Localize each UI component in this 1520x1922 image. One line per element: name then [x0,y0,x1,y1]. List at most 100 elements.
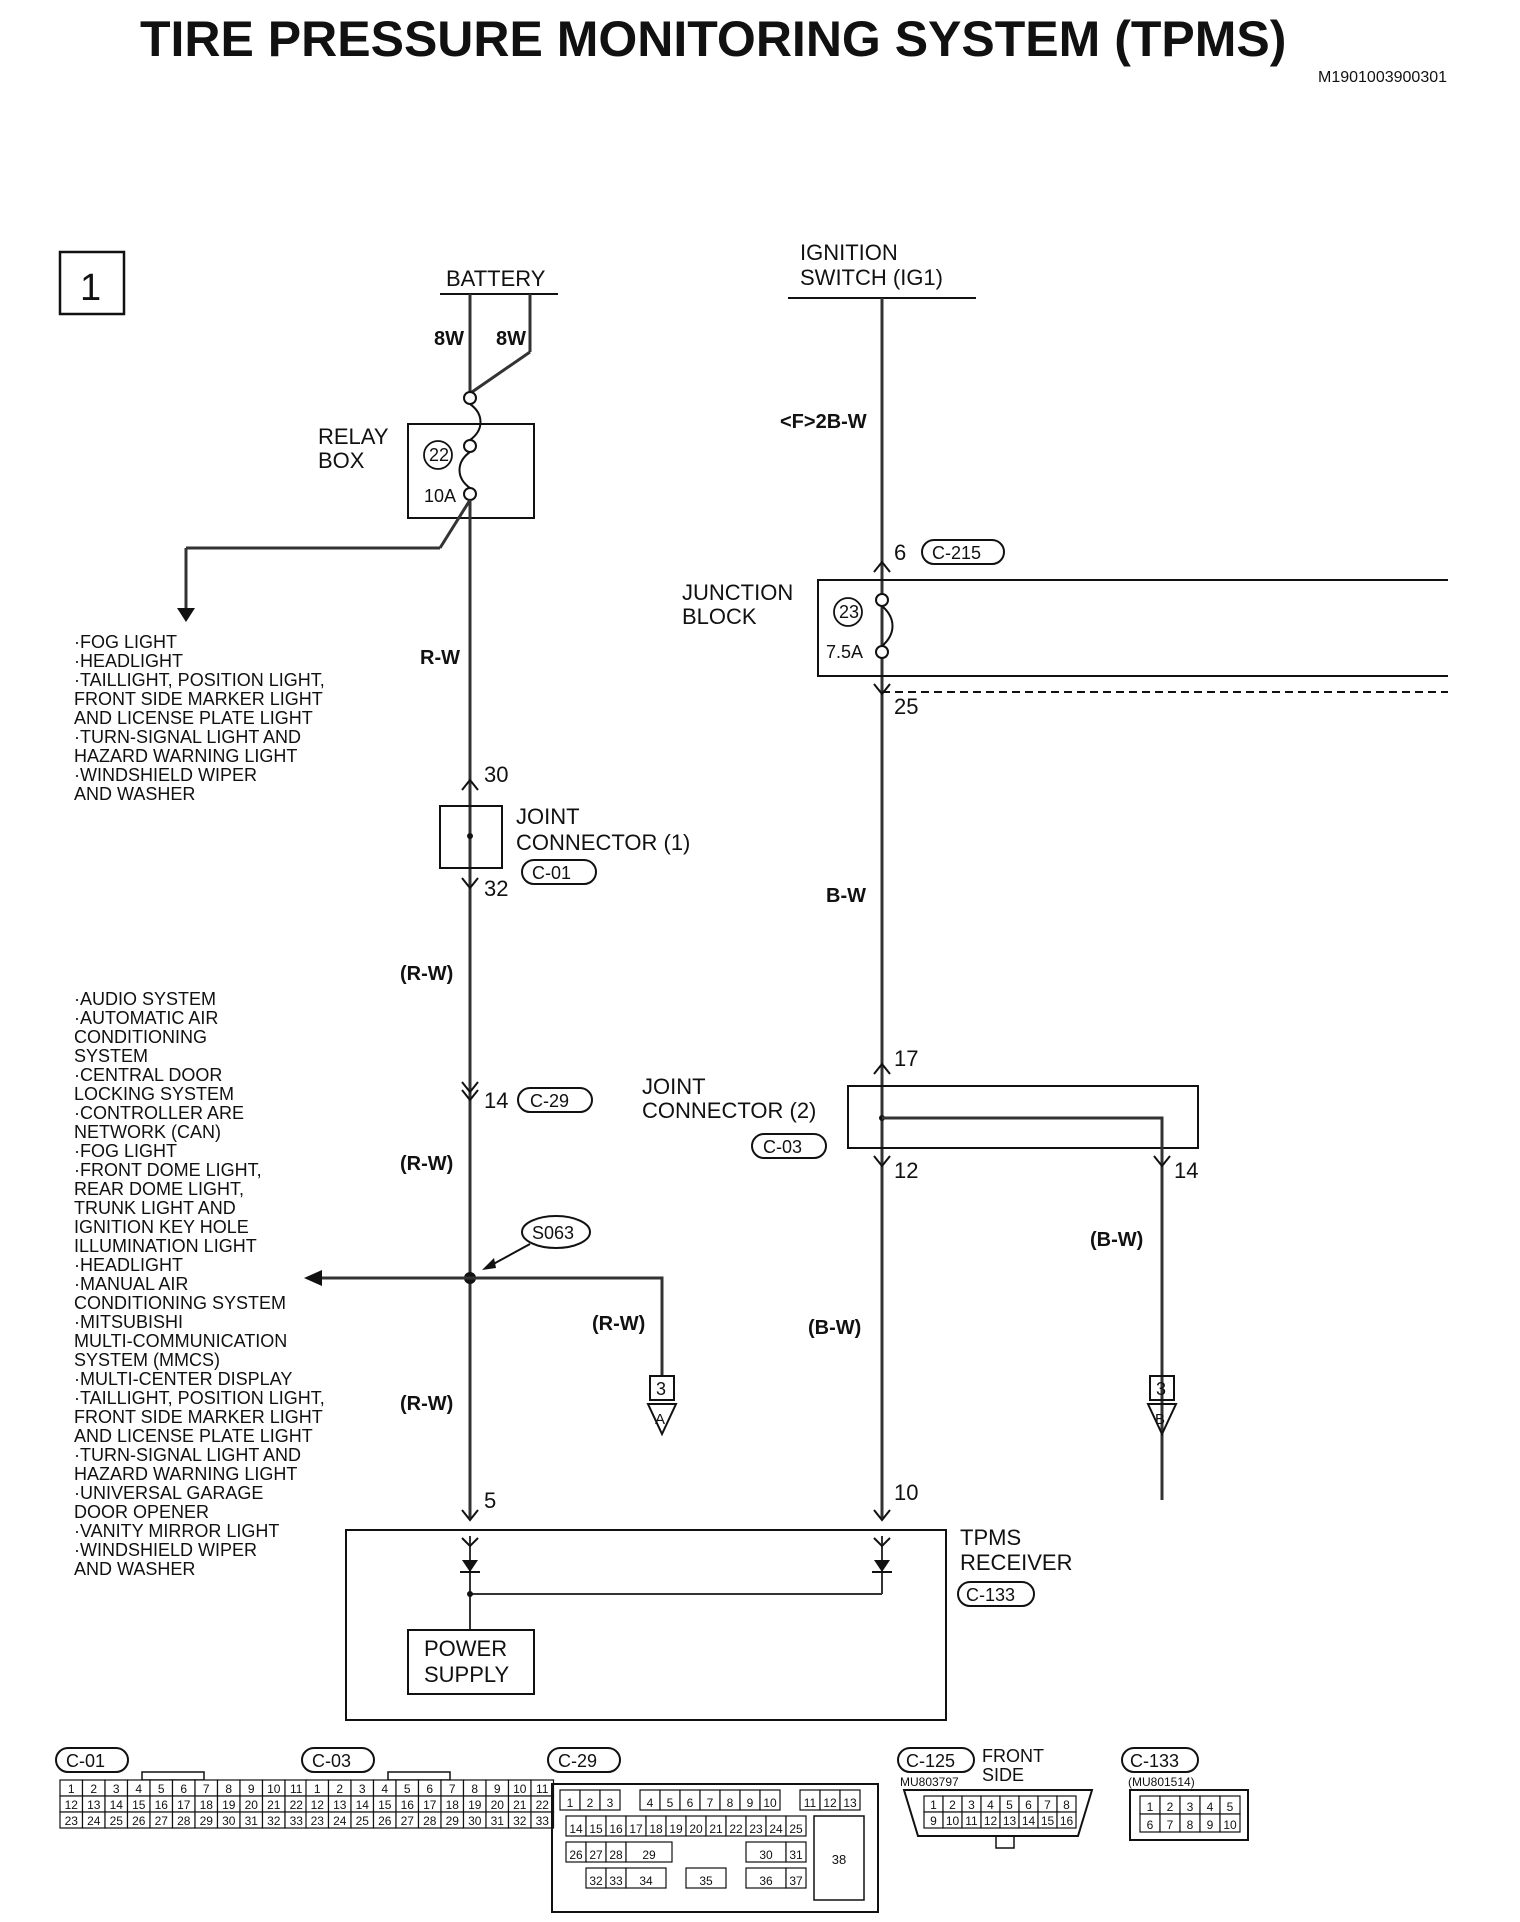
splice-code: S063 [532,1223,574,1243]
list-item: AND LICENSE PLATE LIGHT [74,1426,313,1446]
pin-label: 31 [245,1814,259,1828]
pin-label: 8 [727,1796,734,1810]
pin-label: 2 [587,1796,594,1810]
list-item: DOOR OPENER [74,1502,209,1522]
list-item: ·MANUAL AIR [74,1274,188,1294]
wire-color-label: B-W [826,885,866,907]
pin-label: 15 [589,1822,603,1836]
pin-label: 5 [667,1796,674,1810]
page-number: 1 [80,267,101,309]
list-item: ·AUTOMATIC AIR [74,1008,218,1028]
pin-label: 4 [987,1798,994,1812]
offpage-connector-a: 3 A [646,1375,678,1437]
pin-label: 6 [1147,1818,1154,1832]
pin-label: 20 [491,1798,505,1812]
list-item: CONDITIONING SYSTEM [74,1293,286,1313]
pin-label: 9 [930,1814,937,1828]
list-item: SYSTEM (MMCS) [74,1350,220,1370]
pin-label: 23 [749,1822,763,1836]
list-item: ·VANITY MIRROR LIGHT [74,1521,279,1541]
pin-label: 9 [1207,1818,1214,1832]
connector-code: C-215 [932,543,981,563]
pin-label: 17 [177,1798,191,1812]
connector-code: C-133 [966,1585,1015,1605]
pin-label: 20 [689,1822,703,1836]
pin-label: 7 [707,1796,714,1810]
pin-number: 17 [894,1046,918,1071]
list-item: ·TURN-SIGNAL LIGHT AND [74,727,301,747]
pin-label: 18 [446,1798,460,1812]
diode-icon [462,1560,478,1572]
pin-label: 8 [1063,1798,1070,1812]
list-item: ·CONTROLLER ARE [74,1103,244,1123]
list-item: HAZARD WARNING LIGHT [74,1464,297,1484]
pin-label: 7 [203,1782,210,1796]
pin-label: 25 [789,1822,803,1836]
pin-label: 9 [747,1796,754,1810]
pin-label: 23 [65,1814,79,1828]
pin-label: 14 [569,1822,583,1836]
front-side-label-2: SIDE [982,1765,1024,1785]
pin-label: 32 [267,1814,281,1828]
pin-label: 5 [1006,1798,1013,1812]
ignition-label-2: SWITCH (IG1) [800,265,943,290]
list-item: FRONT SIDE MARKER LIGHT [74,689,323,709]
pin-label: 32 [513,1814,527,1828]
pin-label: 7 [1044,1798,1051,1812]
pin-label: 11 [536,1782,549,1796]
relay-fuse-rating: 10A [424,486,456,506]
pin-label: 28 [177,1814,191,1828]
pin-cell [685,1867,727,1889]
pin-label: 19 [669,1822,683,1836]
pin-label: 16 [609,1822,623,1836]
relay-box-label-1: RELAY [318,424,389,449]
list-item: LOCKING SYSTEM [74,1084,234,1104]
wire-color-label: <F>2B-W [780,411,867,433]
pin-label: 16 [155,1798,169,1812]
connector-code: C-01 [66,1751,105,1771]
pin-label: 5 [404,1782,411,1796]
connector-code: C-133 [1130,1751,1179,1771]
pin-label: 21 [513,1798,527,1812]
junction-block: 6 C-215 JUNCTION BLOCK 23 7.5A 25 [682,539,1448,719]
pin-label: 33 [536,1814,550,1828]
pin-label: 31 [789,1848,803,1862]
pin-label: 19 [222,1798,236,1812]
pin-label: 4 [135,1782,142,1796]
pin-label: 30 [222,1814,236,1828]
splice-s063: S063 (R-W) [304,1215,664,1376]
pin-label: 22 [536,1798,550,1812]
pin-label: 15 [1041,1814,1055,1828]
power-supply-label-2: SUPPLY [424,1662,510,1687]
pin-label: 29 [642,1848,656,1862]
pin-cell [625,1867,667,1889]
pin-cell [813,1815,865,1901]
list-item: REAR DOME LIGHT, [74,1179,244,1199]
pin-label: 6 [687,1796,694,1810]
pin-label: 30 [759,1848,773,1862]
pin-cell [759,1789,781,1811]
connector-code: C-29 [558,1751,597,1771]
pin-label: 26 [569,1848,583,1862]
pin-cell [785,1815,807,1837]
pin-label: 16 [1060,1814,1074,1828]
pin-label: 21 [267,1798,281,1812]
pin-label: 1 [567,1796,574,1810]
list-item: HAZARD WARNING LIGHT [74,746,297,766]
pin-label: 22 [290,1798,304,1812]
list-item: ·WINDSHIELD WIPER [74,765,257,785]
pin-label: 6 [1025,1798,1032,1812]
pin-label: 12 [984,1814,998,1828]
pin-label: 25 [356,1814,370,1828]
pin-number: 5 [484,1488,496,1513]
pin-label: 3 [113,1782,120,1796]
joint-connector-1-label-2: CONNECTOR (1) [516,830,690,855]
connector-code: C-03 [763,1137,802,1157]
list-item: ·HEADLIGHT [74,651,183,671]
pin-label: 27 [155,1814,169,1828]
pin-number: 6 [894,540,906,565]
fuse-terminal-top [463,391,477,405]
pin-label: 4 [381,1782,388,1796]
